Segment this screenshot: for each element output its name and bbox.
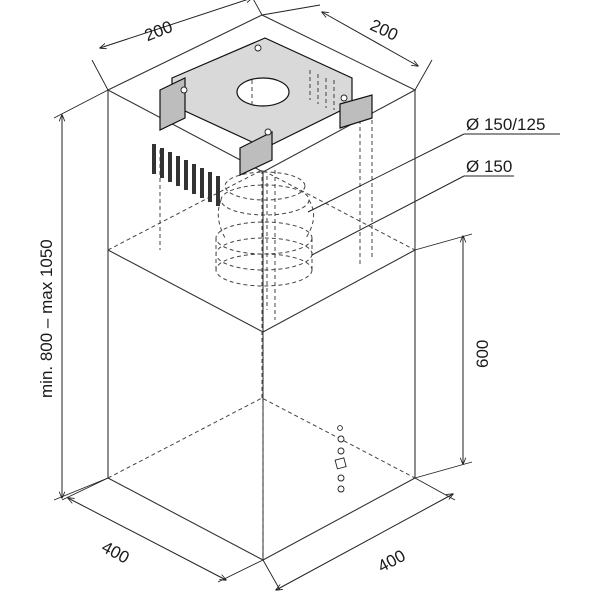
dimension-bottom-left: 400 [61, 477, 264, 583]
mounting-bracket [159, 37, 373, 176]
vent-slots [152, 144, 220, 206]
dim-lower-height-label: 600 [473, 340, 492, 368]
control-buttons-icon [334, 425, 347, 493]
dimension-bottom-right: 400 [262, 477, 456, 590]
dim-height-label: min. 800 – max 1050 [37, 239, 56, 398]
dim-bottom-left-label: 400 [98, 537, 132, 567]
hidden-lines [107, 120, 416, 560]
outlet-small-label: Ø 150 [466, 157, 512, 176]
dim-top-left-label: 200 [142, 17, 175, 45]
outlet-leader-large: Ø 150/125 [307, 115, 560, 213]
outlet-large-label: Ø 150/125 [466, 115, 545, 134]
outlet-leader-small: Ø 150 [311, 157, 514, 256]
dimension-height: min. 800 – max 1050 [37, 89, 109, 501]
flange-duct-icon [215, 171, 315, 287]
dim-bottom-right-label: 400 [375, 546, 409, 576]
dimension-lower-height: 600 [414, 233, 492, 479]
